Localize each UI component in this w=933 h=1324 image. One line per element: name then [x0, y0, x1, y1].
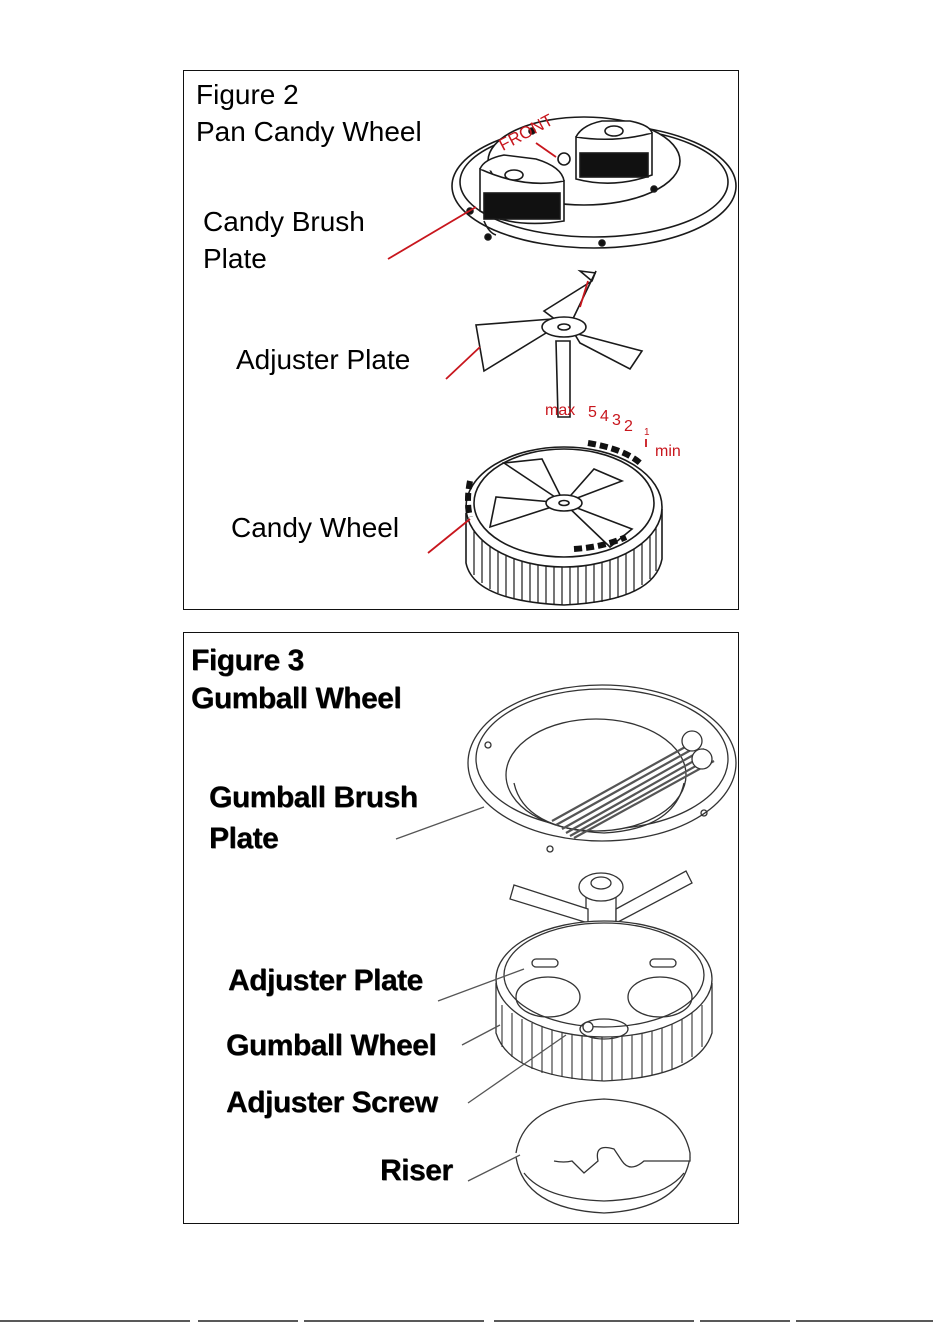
figure-2-panel: Figure 2 Pan Candy Wheel Candy Brush Pla…	[183, 70, 739, 610]
setting-4-marking: 4	[600, 408, 609, 426]
figure-3-panel: Figure 3 Gumball Wheel Gumball Brush Pla…	[183, 632, 739, 1224]
candy-wheel-drawing	[466, 443, 662, 605]
setting-2-marking: 2	[624, 418, 633, 436]
page-bottom-rule	[0, 1320, 933, 1322]
figure-3-subtitle: Gumball Wheel	[191, 679, 401, 719]
candy-wheel-label: Candy Wheel	[231, 510, 399, 546]
candy-wheel-leader	[428, 519, 470, 553]
gumball-adjuster-plate-label: Adjuster Plate	[228, 961, 423, 1001]
gumball-wheel-leader	[462, 1025, 500, 1045]
riser-drawing	[516, 1099, 690, 1213]
gumball-brush-plate-label-line1: Gumball Brush	[209, 778, 418, 818]
setting-5-marking: 5	[588, 404, 597, 422]
figure-2-title: Figure 2	[196, 77, 299, 113]
gumball-wheel-label: Gumball Wheel	[226, 1026, 436, 1066]
gumball-wheel-drawing	[496, 921, 712, 1081]
riser-label: Riser	[380, 1151, 453, 1191]
figure-3-title: Figure 3	[191, 641, 304, 681]
min-marking: min	[655, 443, 681, 461]
candy-brush-plate-drawing	[452, 117, 736, 248]
gumball-brush-plate-label-line2: Plate	[209, 819, 278, 859]
gumball-brush-plate-drawing	[468, 685, 736, 852]
figure-2-subtitle: Pan Candy Wheel	[196, 114, 422, 150]
adjuster-plate-drawing	[476, 271, 642, 417]
adjuster-plate-label: Adjuster Plate	[236, 342, 410, 378]
setting-3-marking: 3	[612, 412, 621, 430]
gumball-wheel-illustration	[184, 633, 740, 1225]
adjuster-plate-leader	[446, 347, 480, 379]
candy-brush-plate-leader	[388, 207, 476, 259]
adjuster-screw-label: Adjuster Screw	[226, 1083, 437, 1123]
riser-leader	[468, 1155, 520, 1181]
max-marking: max	[545, 402, 575, 420]
setting-1-marking: 1	[644, 427, 650, 438]
candy-brush-plate-label-line2: Plate	[203, 241, 267, 277]
candy-brush-plate-label-line1: Candy Brush	[203, 204, 365, 240]
